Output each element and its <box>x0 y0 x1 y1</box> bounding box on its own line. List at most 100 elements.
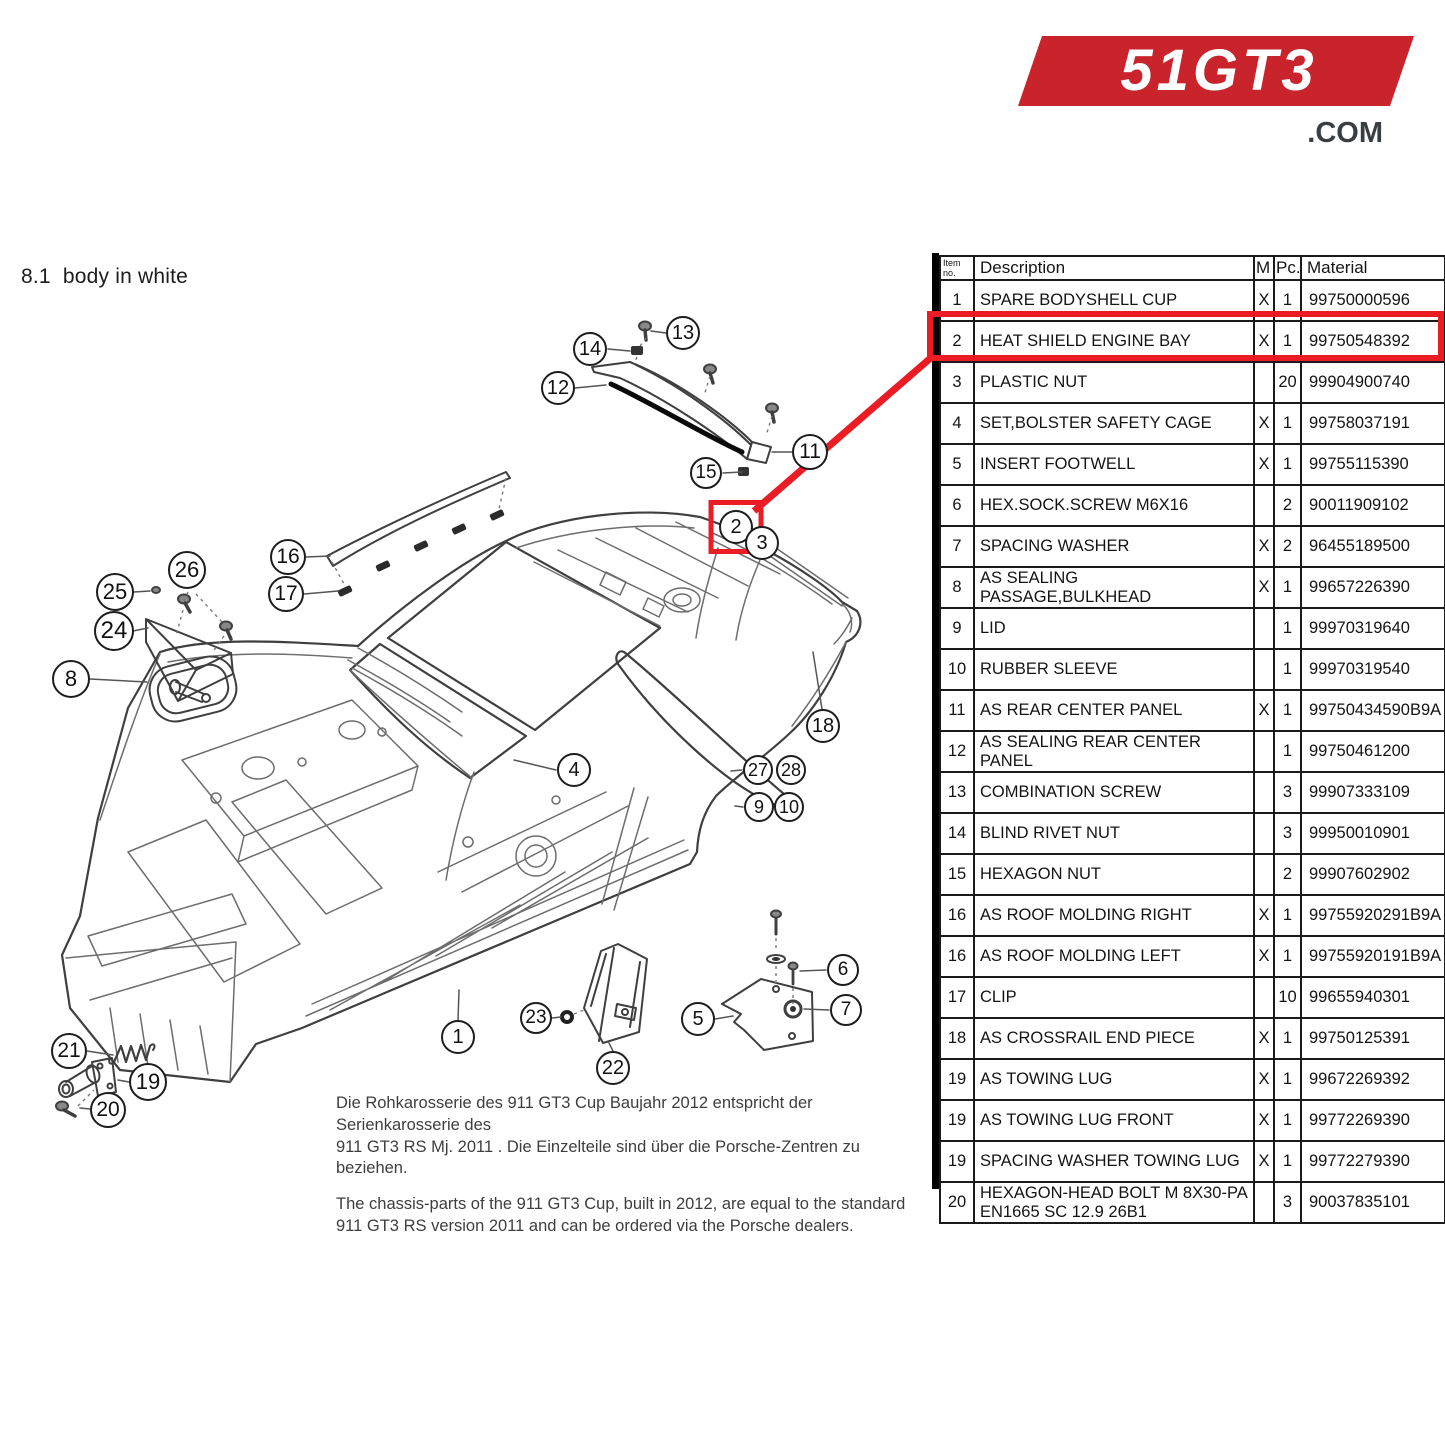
header-description: Description <box>973 255 1255 281</box>
cell-item-no: 5 <box>939 443 975 486</box>
cell-material: 90011909102 <box>1300 484 1445 527</box>
callout-20[interactable]: 20 <box>90 1092 126 1128</box>
callout-7[interactable]: 7 <box>830 994 862 1026</box>
cell-item-no: 17 <box>939 976 975 1019</box>
cell-m <box>1253 976 1275 1019</box>
callout-8[interactable]: 8 <box>52 660 90 698</box>
cell-description: BLIND RIVET NUT <box>973 812 1255 855</box>
cell-pc: 1 <box>1273 730 1302 773</box>
cell-m <box>1253 812 1275 855</box>
cell-item-no: 16 <box>939 935 975 978</box>
footnote-english: The chassis-parts of the 911 GT3 Cup, bu… <box>336 1195 906 1235</box>
cell-item-no: 12 <box>939 730 975 773</box>
cell-material: 99655940301 <box>1300 976 1445 1019</box>
callout-5[interactable]: 5 <box>681 1002 715 1036</box>
callout-23[interactable]: 23 <box>520 1002 552 1034</box>
callout-10[interactable]: 10 <box>774 792 804 822</box>
cell-item-no: 19 <box>939 1140 975 1183</box>
callout-17[interactable]: 17 <box>268 576 304 612</box>
callout-leader-lines <box>79 330 830 1110</box>
cell-m: X <box>1253 525 1275 568</box>
cell-m: X <box>1253 689 1275 732</box>
cell-pc: 1 <box>1273 935 1302 978</box>
cell-description: SPACING WASHER <box>973 525 1255 568</box>
callout-14[interactable]: 14 <box>573 332 607 366</box>
cell-material: 99672269392 <box>1300 1058 1445 1101</box>
callout-4[interactable]: 4 <box>557 753 591 787</box>
cell-m <box>1253 771 1275 814</box>
logo-text: 51GT3 <box>1120 38 1317 103</box>
callout-13[interactable]: 13 <box>666 316 700 350</box>
callout-6[interactable]: 6 <box>827 954 859 986</box>
cell-description: AS CROSSRAIL END PIECE <box>973 1017 1255 1060</box>
site-logo[interactable]: 51GT3 .COM <box>1015 30 1417 180</box>
callout-28[interactable]: 28 <box>776 755 806 785</box>
callout-27[interactable]: 27 <box>743 755 773 785</box>
callout-11[interactable]: 11 <box>792 434 828 470</box>
callout-1[interactable]: 1 <box>441 1020 475 1054</box>
callout-15[interactable]: 15 <box>690 457 722 489</box>
cell-m: X <box>1253 443 1275 486</box>
callout-19[interactable]: 19 <box>129 1063 167 1101</box>
footnotes: Die Rohkarosserie des 911 GT3 Cup Baujah… <box>336 1093 921 1252</box>
callout-9[interactable]: 9 <box>744 792 774 822</box>
cell-item-no: 18 <box>939 1017 975 1060</box>
callout-12[interactable]: 12 <box>541 371 575 405</box>
cell-pc: 1 <box>1273 402 1302 445</box>
cell-pc: 1 <box>1273 1058 1302 1101</box>
cell-pc: 1 <box>1273 894 1302 937</box>
callout-25[interactable]: 25 <box>96 573 134 611</box>
callout-21[interactable]: 21 <box>51 1033 87 1069</box>
callout-16[interactable]: 16 <box>270 539 306 575</box>
cell-item-no: 14 <box>939 812 975 855</box>
callout-3[interactable]: 3 <box>745 526 779 560</box>
cell-item-no: 13 <box>939 771 975 814</box>
callout-26[interactable]: 26 <box>168 551 206 589</box>
header-pc: Pc. <box>1273 255 1302 281</box>
cell-m: X <box>1253 1058 1275 1101</box>
callout-22[interactable]: 22 <box>596 1051 630 1085</box>
cell-description: AS SEALING PASSAGE,BULKHEAD <box>973 566 1255 609</box>
callout-2[interactable]: 2 <box>719 510 753 544</box>
cell-pc: 3 <box>1273 1181 1302 1224</box>
cell-material: 99750434590B9A <box>1300 689 1445 732</box>
cell-m: X <box>1253 566 1275 609</box>
callout-18[interactable]: 18 <box>806 709 840 743</box>
cell-pc: 1 <box>1273 648 1302 691</box>
cell-material: 96455189500 <box>1300 525 1445 568</box>
cell-m <box>1253 361 1275 404</box>
cell-item-no: 11 <box>939 689 975 732</box>
cell-material: 99772279390 <box>1300 1140 1445 1183</box>
logo-suffix: .COM <box>1307 117 1383 149</box>
cell-description: RUBBER SLEEVE <box>973 648 1255 691</box>
cell-m: X <box>1253 1017 1275 1060</box>
callout-24[interactable]: 24 <box>94 611 134 651</box>
cell-material: 99755920191B9A <box>1300 935 1445 978</box>
cell-description: SPACING WASHER TOWING LUG <box>973 1140 1255 1183</box>
cell-m: X <box>1253 402 1275 445</box>
table-header-row: Item no. Description M Pc. Material <box>939 255 1445 281</box>
